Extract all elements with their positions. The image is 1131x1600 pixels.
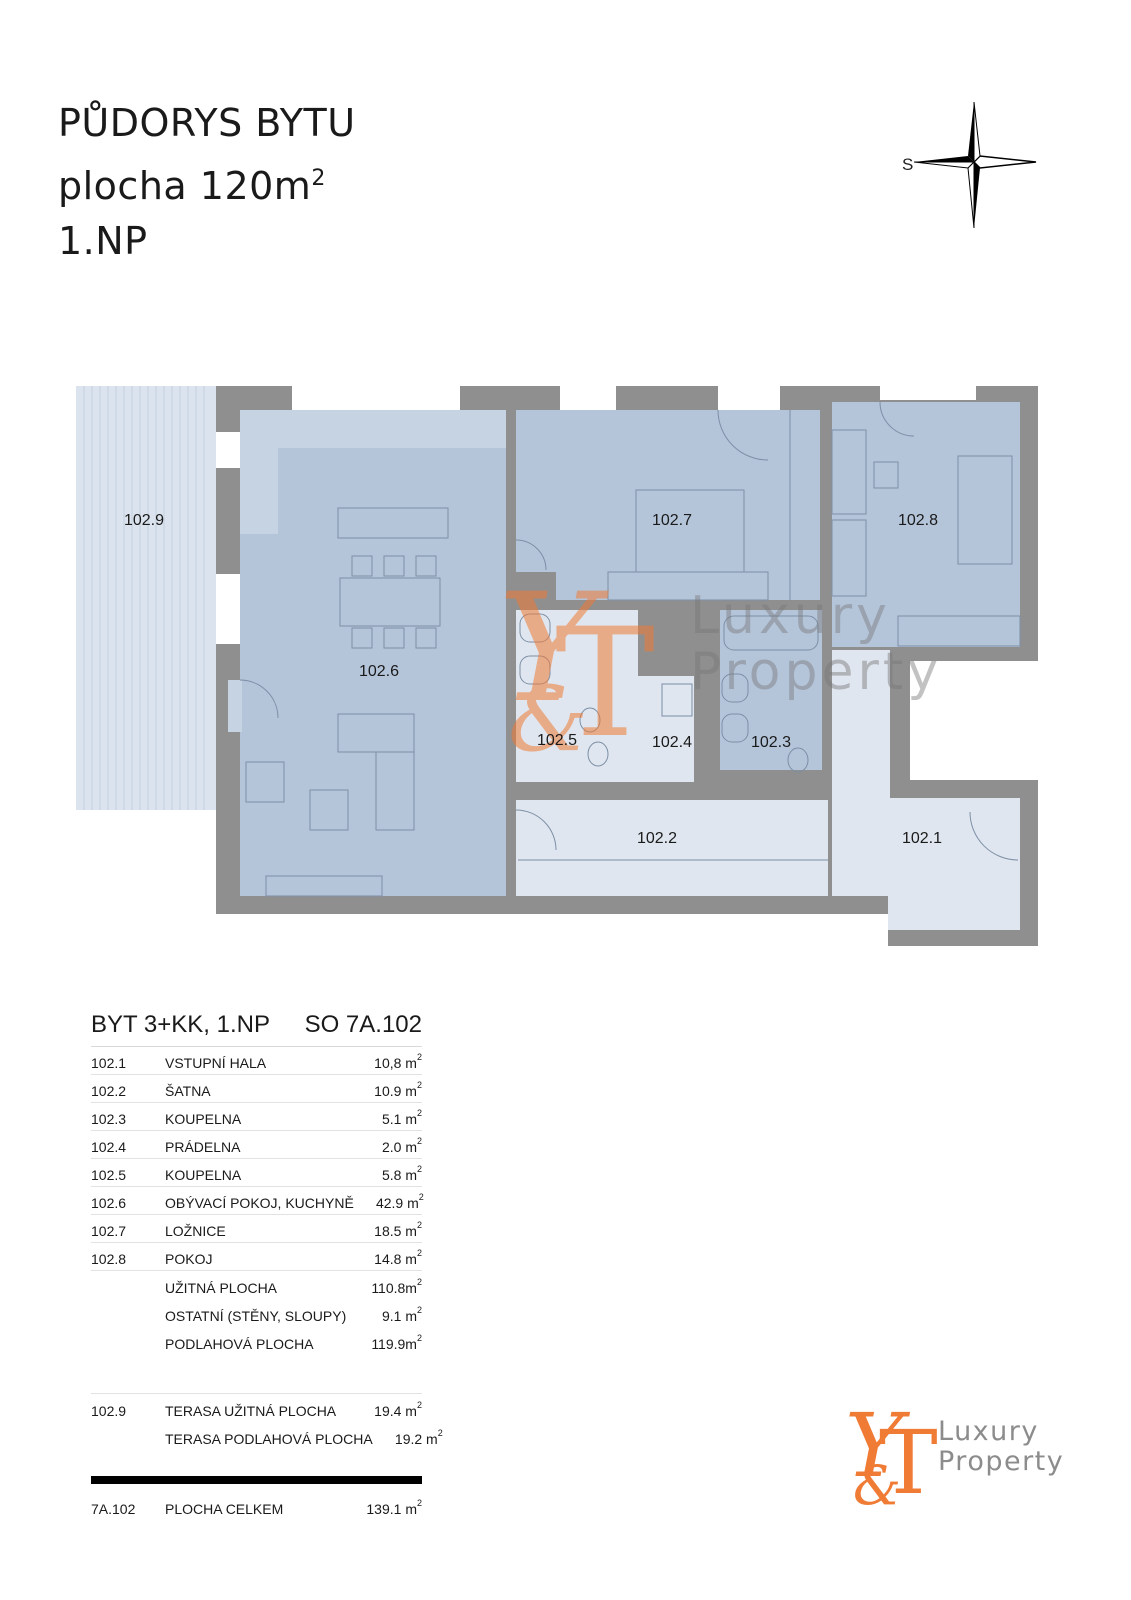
svg-text:&: & <box>508 667 588 772</box>
brand-logo-line-2: Property <box>938 1446 1065 1477</box>
watermark-line-1: Luxury <box>690 586 891 646</box>
svg-text:&: & <box>853 1454 901 1508</box>
summary-row: PODLAHOVÁ PLOCHA 119.9m2 <box>91 1327 422 1355</box>
room-name: POKOJ <box>165 1251 213 1267</box>
table-row: 102.2 ŠATNA 10.9 m2 <box>91 1075 422 1103</box>
room-label-102-4: 102.4 <box>652 734 692 751</box>
svg-text:Y: Y <box>498 562 609 736</box>
room-id: 102.6 <box>91 1195 127 1211</box>
brand-logo-text: Luxury Property <box>938 1417 1064 1477</box>
table-row: 102.5 KOUPELNA 5.8 m2 <box>91 1159 422 1187</box>
terrace-area: 19.4 m2 <box>374 1400 422 1419</box>
table-row: 102.7 LOŽNICE 18.5 m2 <box>91 1215 422 1243</box>
rooms <box>228 402 1020 930</box>
room-label-102-1: 102.1 <box>902 830 942 847</box>
title-line-2: plocha 120m2 <box>58 151 356 214</box>
room-name: KOUPELNA <box>165 1111 242 1127</box>
room-id: 102.5 <box>91 1167 127 1183</box>
table-row: 102.1 VSTUPNÍ HALA 10,8 m2 <box>91 1047 422 1075</box>
summary-name: OSTATNÍ (STĚNY, SLOUPY) <box>165 1308 347 1324</box>
total-id: 7A.102 <box>91 1501 136 1517</box>
room-area: 18.5 m2 <box>374 1220 422 1239</box>
room-area: 5.8 m2 <box>381 1164 422 1183</box>
room-area: 10.9 m2 <box>374 1080 422 1099</box>
table-heading-right: SO 7A.102 <box>304 1011 422 1038</box>
svg-text:T: T <box>879 1411 938 1508</box>
room-id: 102.2 <box>91 1083 127 1099</box>
plan-title: PŮDORYS BYTU plocha 120m2 1.NP <box>58 96 356 269</box>
room-id: 102.7 <box>91 1223 127 1239</box>
room-name: OBÝVACÍ POKOJ, KUCHYNĚ <box>165 1195 354 1211</box>
terrace-area: 19.2 m2 <box>394 1428 443 1447</box>
summary-name: PODLAHOVÁ PLOCHA <box>165 1336 314 1352</box>
summary-area: 9.1 m2 <box>381 1305 422 1324</box>
total-row: 7A.102 PLOCHA CELKEM 139.1 m2 <box>91 1492 422 1520</box>
total-name: PLOCHA CELKEM <box>165 1501 284 1517</box>
table-row: 102.4 PRÁDELNA 2.0 m2 <box>91 1131 422 1159</box>
room-label-102-8: 102.8 <box>898 512 938 529</box>
compass-label: S <box>902 155 913 174</box>
room-label-102-3: 102.3 <box>751 734 791 751</box>
table-heading: BYT 3+KK, 1.NP SO 7A.102 <box>91 1010 422 1047</box>
table-row: 102.6 OBÝVACÍ POKOJ, KUCHYNĚ 42.9 m2 <box>91 1187 424 1215</box>
room-area: 10,8 m2 <box>374 1052 422 1071</box>
table-row: 102.8 POKOJ 14.8 m2 <box>91 1243 422 1271</box>
svg-text:T: T <box>555 597 655 771</box>
title-area-sup: 2 <box>311 166 326 191</box>
terrace-id: 102.9 <box>91 1403 127 1419</box>
watermark-text: Luxury Property <box>690 588 942 700</box>
table-row: 102.3 KOUPELNA 5.1 m2 <box>91 1103 422 1131</box>
room-label-102-7: 102.7 <box>652 512 692 529</box>
title-line-3: 1.NP <box>58 219 148 263</box>
terrace-row: TERASA PODLAHOVÁ PLOCHA 19.2 m2 <box>91 1422 443 1450</box>
room-label-102-5: 102.5 <box>537 732 577 749</box>
room-label-102-9: 102.9 <box>124 512 164 529</box>
watermark-logo: Y T & <box>498 562 655 772</box>
title-area: plocha 120m <box>58 164 312 208</box>
total-divider <box>91 1476 422 1484</box>
room-label-102-2: 102.2 <box>637 830 677 847</box>
brand-logo: Y T & <box>845 1398 938 1508</box>
terrace-name: TERASA PODLAHOVÁ PLOCHA <box>165 1431 373 1447</box>
room-id: 102.8 <box>91 1251 127 1267</box>
room-label-102-6: 102.6 <box>359 663 399 680</box>
terrace-name: TERASA UŽITNÁ PLOCHA <box>165 1403 337 1419</box>
summary-name: UŽITNÁ PLOCHA <box>165 1280 278 1296</box>
svg-text:Y: Y <box>845 1398 911 1497</box>
room-area: 42.9 m2 <box>375 1192 424 1211</box>
floor-plan: S <box>76 101 1038 946</box>
room-id: 102.3 <box>91 1111 127 1127</box>
room-name: LOŽNICE <box>165 1223 226 1239</box>
room-name: ŠATNA <box>165 1083 211 1099</box>
watermark-line-2: Property <box>690 642 943 702</box>
summary-area: 119.9m2 <box>371 1333 422 1352</box>
terrace-row: 102.9 TERASA UŽITNÁ PLOCHA 19.4 m2 <box>91 1394 422 1422</box>
summary-row: OSTATNÍ (STĚNY, SLOUPY) 9.1 m2 <box>91 1299 422 1327</box>
total-area: 139.1 m2 <box>366 1498 422 1517</box>
compass-icon: S <box>902 101 1037 229</box>
room-name: KOUPELNA <box>165 1167 242 1183</box>
area-table: BYT 3+KK, 1.NP SO 7A.102 102.1 VSTUPNÍ H… <box>91 1010 443 1520</box>
room-area: 14.8 m2 <box>374 1248 422 1267</box>
title-line-1: PŮDORYS BYTU <box>58 101 356 145</box>
room-name: VSTUPNÍ HALA <box>165 1055 267 1071</box>
table-heading-left: BYT 3+KK, 1.NP <box>91 1011 270 1038</box>
room-area: 2.0 m2 <box>381 1136 422 1155</box>
brand-logo-line-1: Luxury <box>938 1416 1039 1447</box>
terrace-102-9 <box>76 386 216 810</box>
room-id: 102.4 <box>91 1139 127 1155</box>
summary-area: 110.8m2 <box>371 1277 422 1296</box>
room-area: 5.1 m2 <box>381 1108 422 1127</box>
room-name: PRÁDELNA <box>165 1139 241 1155</box>
summary-row: UŽITNÁ PLOCHA 110.8m2 <box>91 1271 422 1299</box>
room-id: 102.1 <box>91 1055 127 1071</box>
